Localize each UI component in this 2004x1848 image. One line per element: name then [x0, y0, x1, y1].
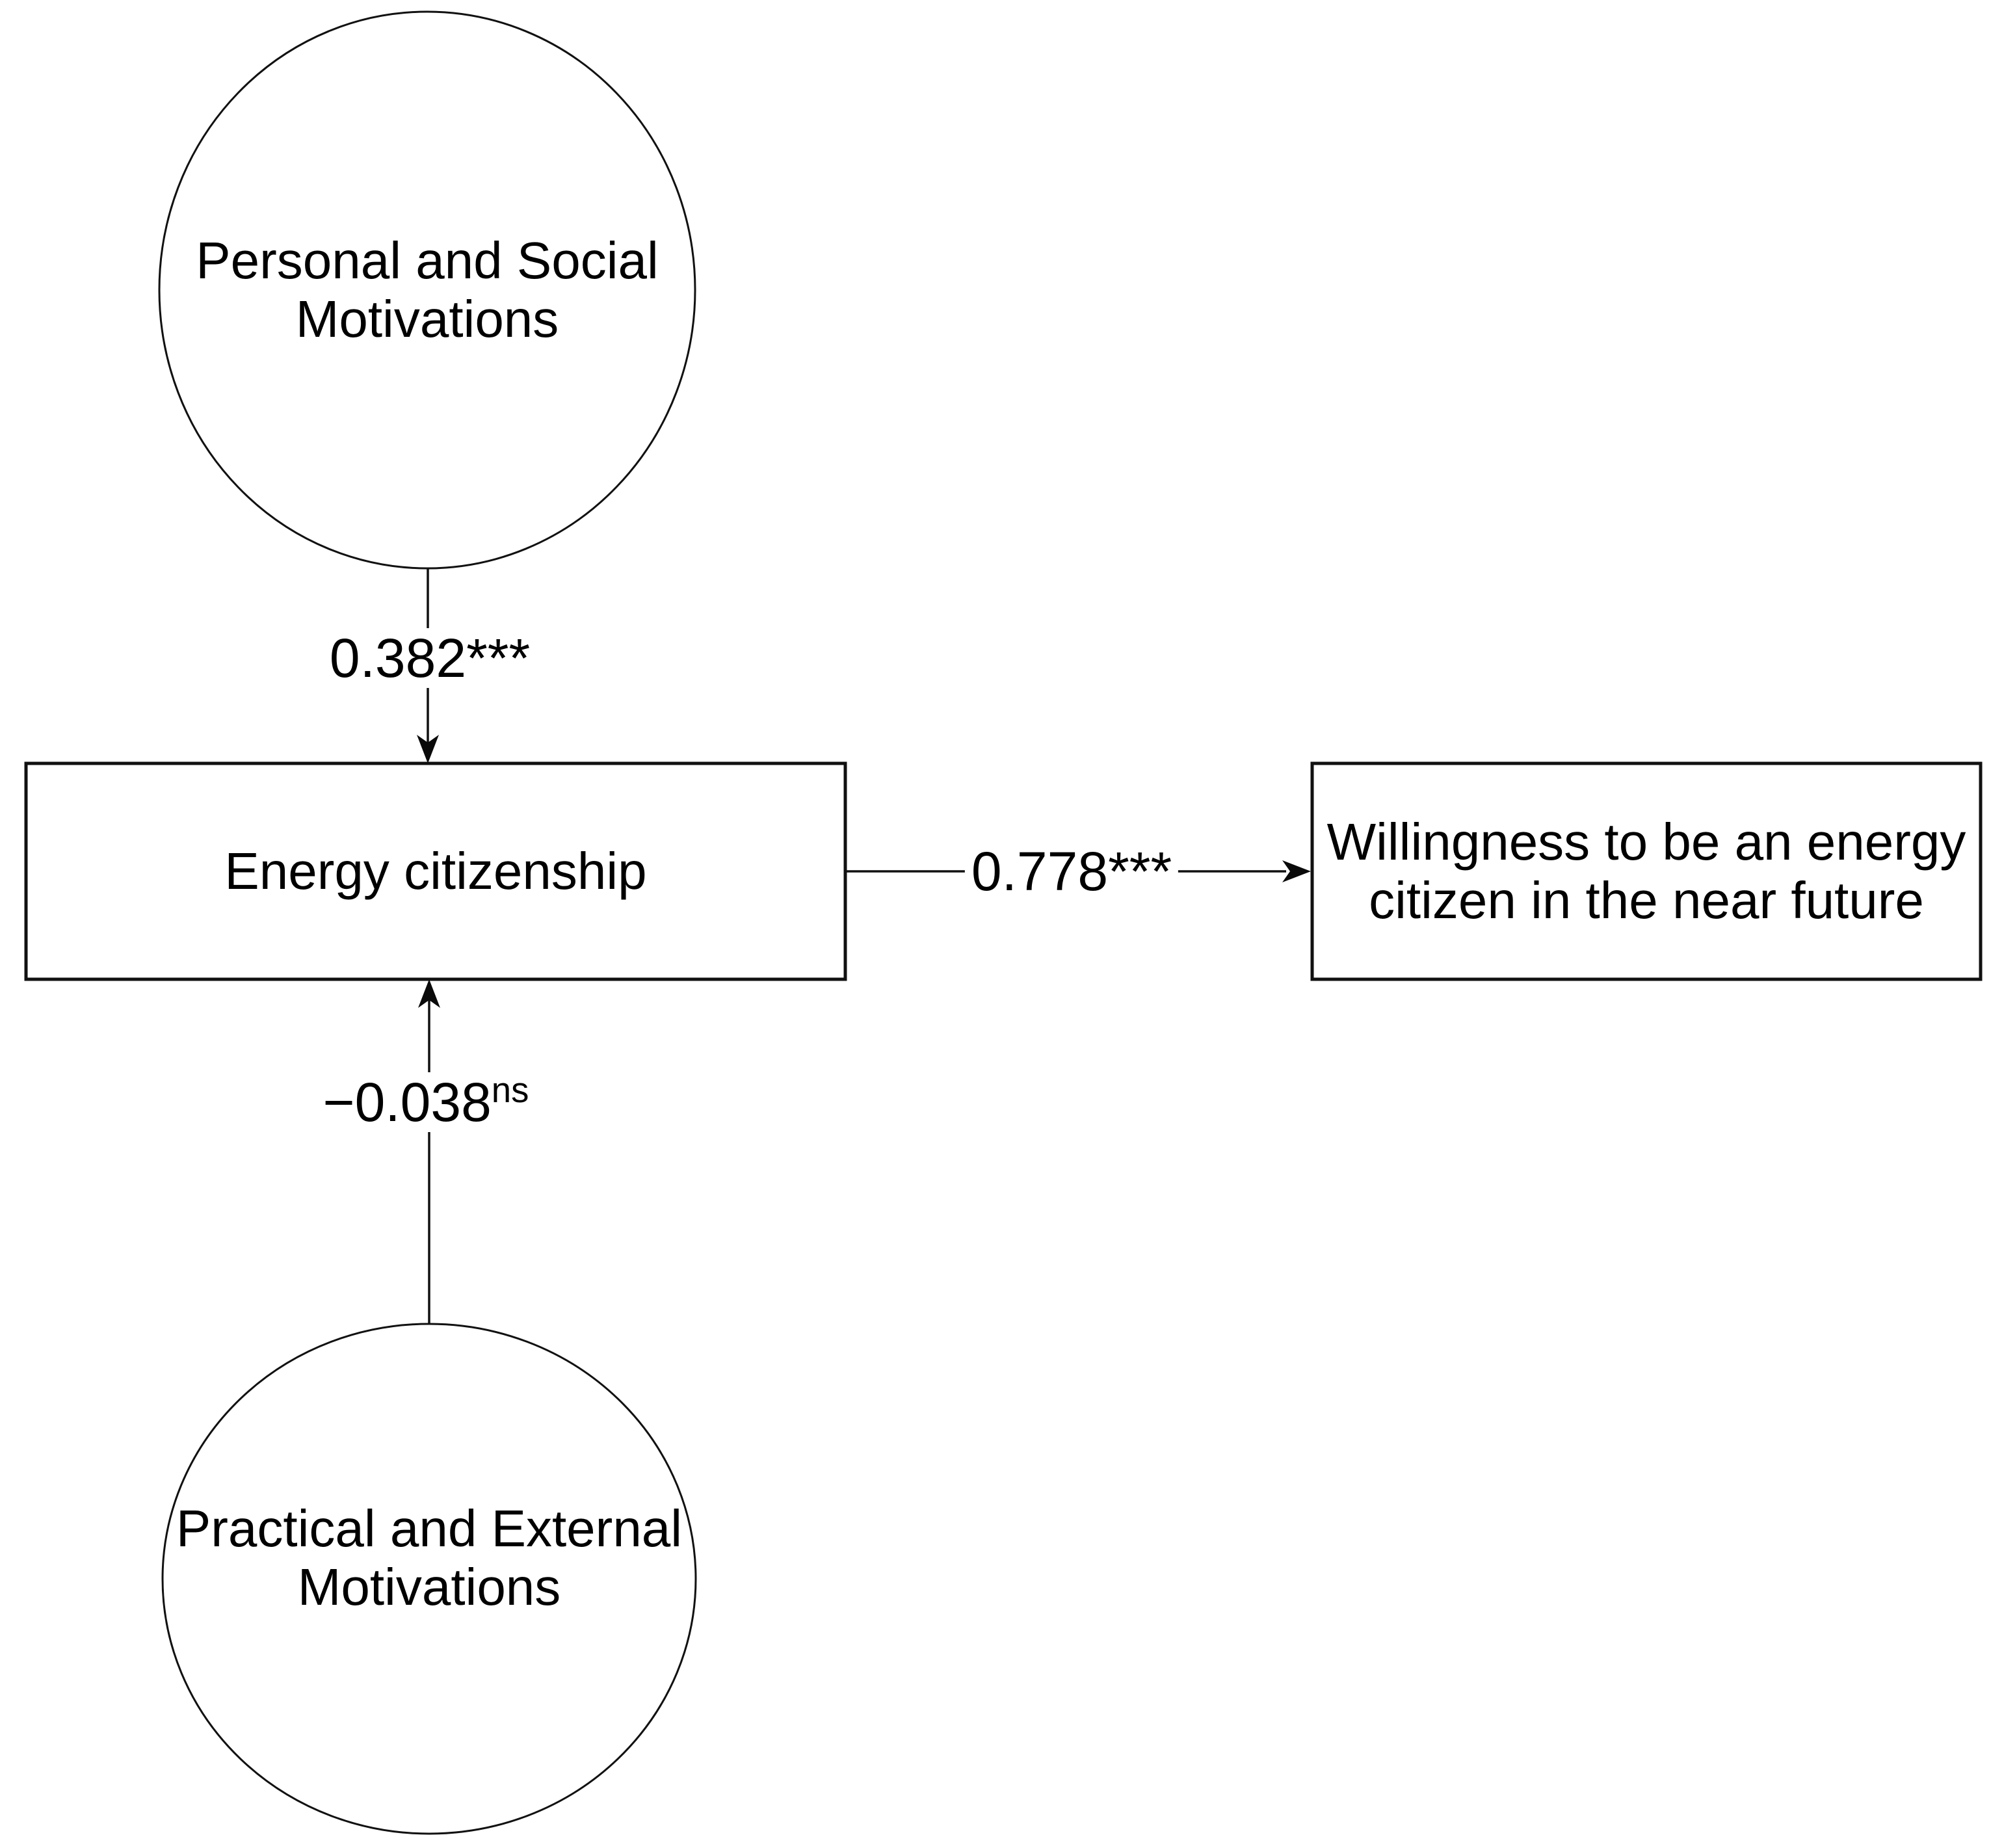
practical-external-motivations-label: Practical and External Motivations [163, 1499, 696, 1616]
significance-ns: ns [491, 1070, 529, 1110]
practical-external-motivations-label-line1: Practical and External [176, 1499, 683, 1557]
significance-stars: *** [466, 627, 531, 689]
energy-citizenship-label: Energy citizenship [26, 763, 845, 979]
willingness-box [1310, 761, 1983, 981]
willingness-label-line2: citizen in the near future [1369, 871, 1924, 929]
coefficient-value: −0.038 [323, 1072, 492, 1133]
path-coefficient-practical-to-citizenship: −0.038ns [316, 1070, 536, 1133]
coefficient-value: 0.382 [329, 627, 467, 689]
arrow-practical-to-citizenship-head [418, 979, 440, 1008]
energy-citizenship-label-line1: Energy citizenship [224, 842, 647, 901]
arrow-citizenship-to-willingness-head [1282, 860, 1311, 882]
practical-external-motivations-label-line2: Motivations [297, 1557, 561, 1616]
energy-citizenship-box [24, 761, 847, 981]
path-coefficient-personal-to-citizenship: 0.382*** [323, 627, 537, 689]
personal-social-motivations-label-line1: Personal and Social [196, 231, 659, 289]
willingness-label: Willingness to be an energy citizen in t… [1312, 763, 1981, 979]
significance-stars: *** [1108, 841, 1172, 902]
path-coefficient-citizenship-to-willingness: 0.778*** [964, 841, 1179, 902]
willingness-label-line1: Willingness to be an energy [1326, 813, 1966, 871]
arrow-personal-to-citizenship-head [417, 735, 439, 763]
personal-social-motivations-label: Personal and Social Motivations [161, 231, 694, 348]
coefficient-value: 0.778 [971, 841, 1109, 902]
personal-social-motivations-label-line2: Motivations [295, 289, 559, 348]
